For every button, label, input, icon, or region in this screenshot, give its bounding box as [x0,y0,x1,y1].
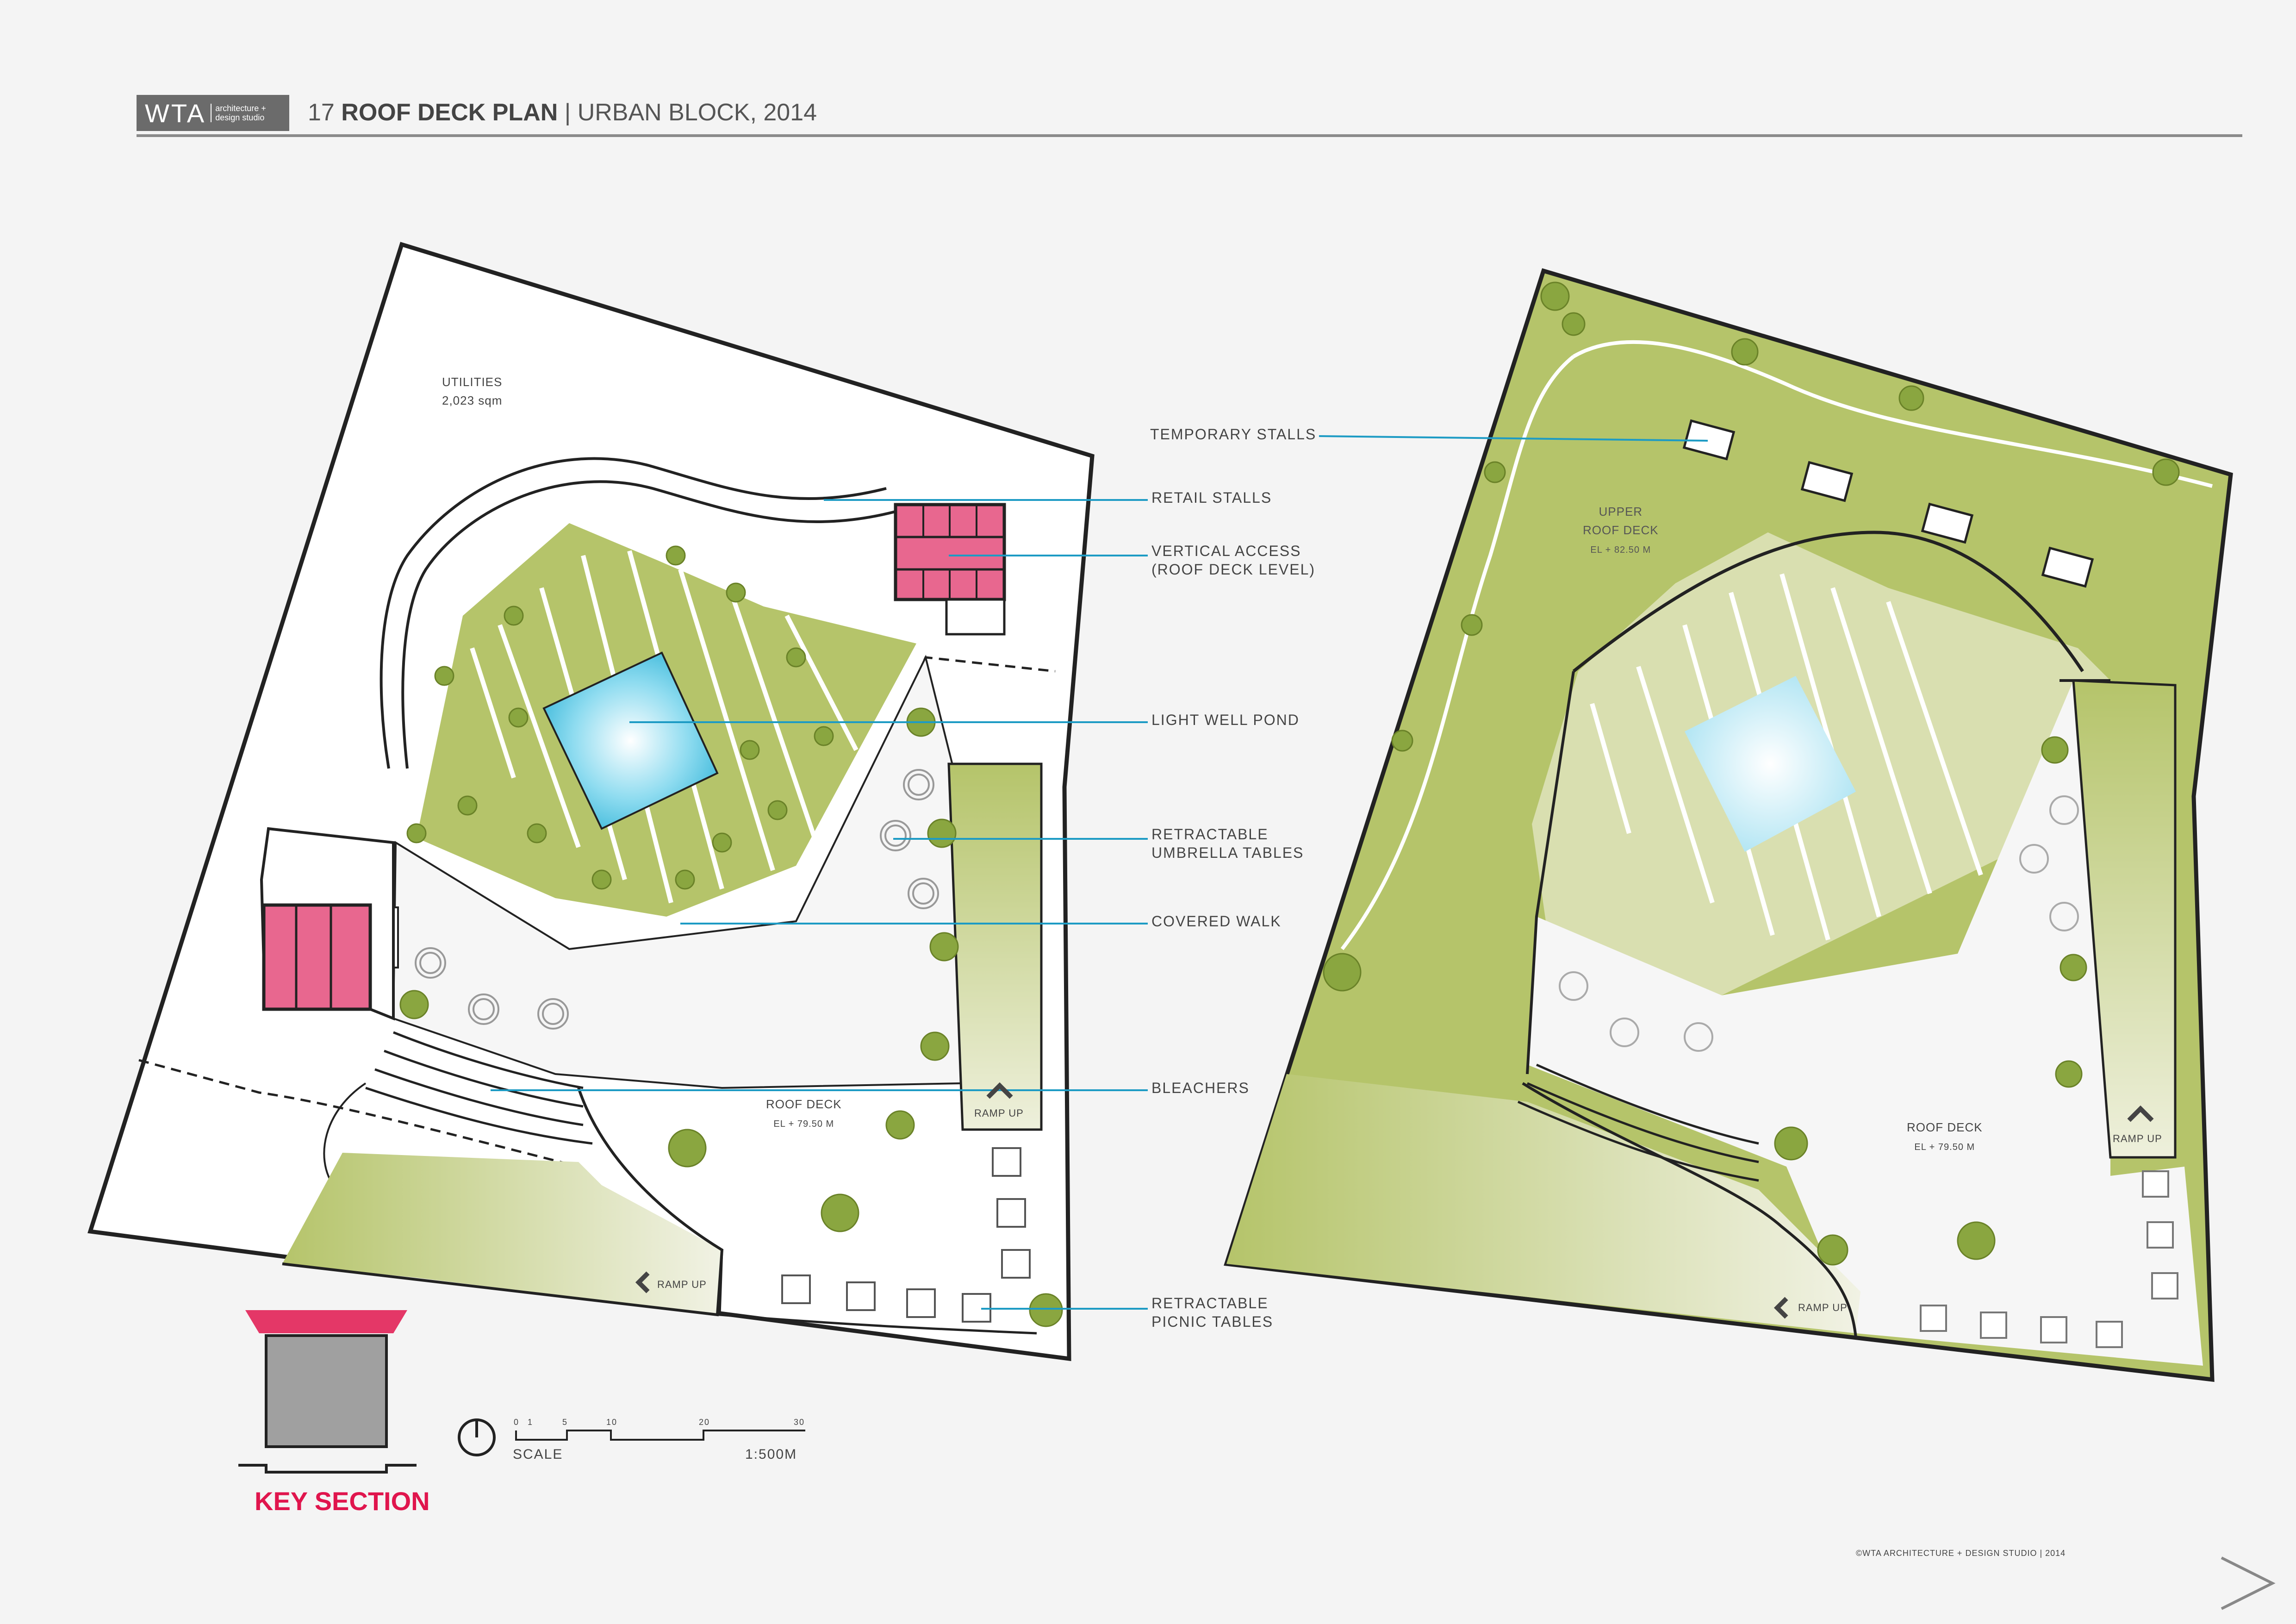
ramp-arrows [635,1082,2154,1319]
ramp-up-label-right-1: RAMP UP [2113,1133,2162,1144]
ramp-strip-right [2072,679,2177,1159]
callout-leaders [491,435,1708,1310]
utilities-label: UTILITIES 2,023 sqm [442,373,502,410]
callout-picnic-2: PICNIC TABLES [1151,1313,1274,1330]
ramp-up-label-left-1: RAMP UP [974,1107,1024,1119]
upper-deck-line-1: UPPER [1599,505,1643,518]
picnic-tables-left [781,1147,1031,1323]
callout-bleachers: BLEACHERS [1151,1080,1250,1096]
logo-subtext: architecture + design studio [211,104,266,122]
callout-temporary-stalls: TEMPORARY STALLS [1150,426,1317,443]
north-arrow [458,1418,496,1456]
retail-stalls-left-upper [894,503,1006,636]
ramp-up-label-right-2: RAMP UP [1798,1302,1848,1313]
logo-sub-line-2: design studio [215,113,265,122]
scale-label: SCALE [513,1447,563,1462]
scale-tick-30: 30 [794,1418,805,1427]
callout-vertical-access-2: (ROOF DECK LEVEL) [1151,561,1316,578]
trees-left [399,545,1063,1327]
scale-ratio: 1:500M [745,1447,797,1462]
callout-picnic-1: RETRACTABLE [1151,1295,1269,1312]
next-sheet-arrow[interactable] [2221,1556,2276,1610]
right-plan [1224,268,2233,1382]
bleachers-right [1517,1063,1759,1182]
umbrella-tables-right [1559,795,2079,1052]
left-plan [87,242,1095,1362]
scale-tick-20: 20 [699,1418,710,1427]
callout-vertical-access-1: VERTICAL ACCESS [1151,543,1301,559]
sheet-title-project: | URBAN BLOCK, 2014 [564,99,817,126]
scale-tick-0: 0 [514,1418,520,1427]
bleachers [365,1031,593,1145]
sheet-title-main: ROOF DECK PLAN [341,99,558,126]
callout-umbrella-tables: RETRACTABLE UMBRELLA TABLES [1151,825,1304,862]
temporary-stalls [1682,419,2094,588]
umbrella-tables-left [415,769,939,1030]
lower-deck-right [1527,681,2203,1366]
logo-mark: WTA [145,98,206,128]
scale-tick-1: 1 [528,1418,534,1427]
ramp-up-label-left-2: RAMP UP [657,1279,707,1290]
roof-deck-label-left: ROOF DECK EL + 79.50 M [766,1095,842,1133]
ramp-strip-left [947,762,1043,1131]
callout-light-well-pond: LIGHT WELL POND [1151,712,1300,728]
roof-deck-elevation-left: EL + 79.50 M [773,1119,834,1129]
key-section-title: KEY SECTION [255,1487,430,1516]
lower-lawn-right [1226,1074,1860,1333]
sheet-header: WTA architecture + design studio 17 ROOF… [137,95,2242,137]
callout-picnic-tables: RETRACTABLE PICNIC TABLES [1151,1294,1273,1331]
roof-deck-title-right: ROOF DECK [1907,1120,1983,1134]
callout-umbrella-1: RETRACTABLE [1151,826,1269,843]
callout-covered-walk: COVERED WALK [1151,913,1282,930]
upper-deck-elevation: EL + 82.50 M [1590,545,1651,555]
light-well-pond [542,651,719,830]
lower-lawn-left [282,1153,722,1315]
upper-deck-line-2: ROOF DECK [1583,523,1659,537]
roof-deck-title-left: ROOF DECK [766,1097,842,1111]
light-well-pond-faded [1685,676,1856,852]
sheet-title: 17 ROOF DECK PLAN | URBAN BLOCK, 2014 [308,99,817,126]
studio-logo: WTA architecture + design studio [137,95,289,131]
utilities-title: UTILITIES [442,375,503,389]
upper-deck-path [1572,340,2213,488]
roof-deck-label-right: ROOF DECK EL + 79.50 M [1907,1118,1983,1156]
scale-bar [515,1430,805,1441]
picnic-tables-right [1920,1170,2178,1348]
upper-roof-deck-label: UPPER ROOF DECK EL + 82.50 M [1583,502,1659,559]
key-section-icon [238,1310,417,1474]
callout-umbrella-2: UMBRELLA TABLES [1151,844,1304,861]
sheet-number: 17 [308,99,335,126]
scale-tick-5: 5 [562,1418,568,1427]
header-rule [137,134,2242,137]
scale-tick-10: 10 [606,1418,618,1427]
utilities-area: 2,023 sqm [442,394,503,407]
trees-right [1323,281,2180,1266]
logo-sub-line-1: architecture + [215,104,266,113]
utilities-band [380,457,887,769]
callout-retail-stalls: RETAIL STALLS [1151,489,1272,506]
callout-vertical-access: VERTICAL ACCESS (ROOF DECK LEVEL) [1151,542,1315,579]
roof-deck-elevation-right: EL + 79.50 M [1914,1142,1975,1152]
copyright-text: ©WTA ARCHITECTURE + DESIGN STUDIO | 2014 [1856,1549,2066,1558]
